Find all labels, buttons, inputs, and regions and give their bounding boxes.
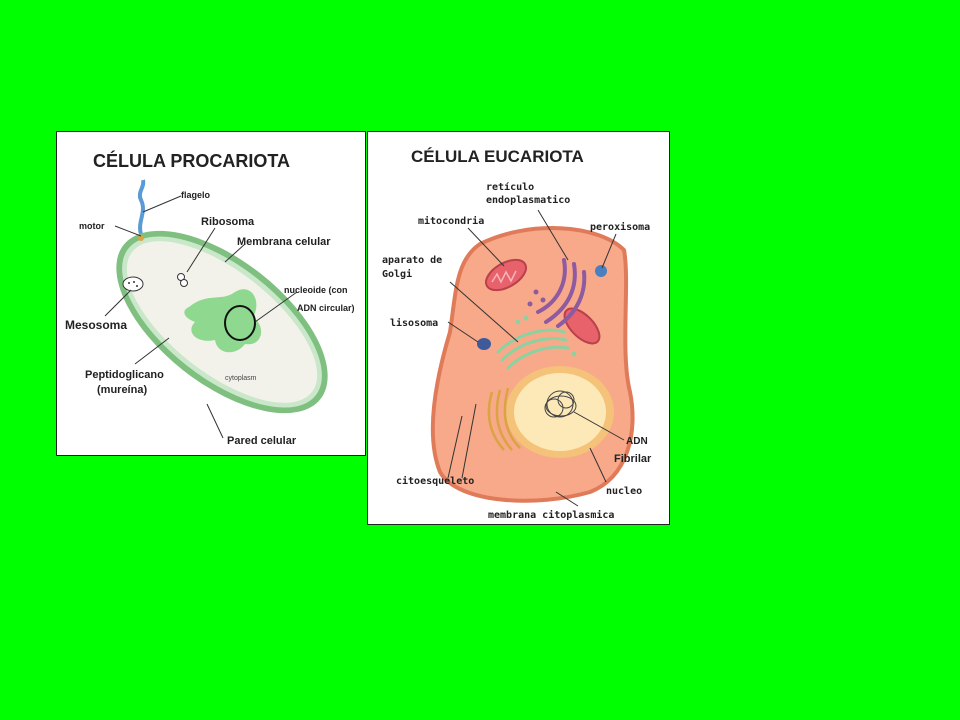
label-adn: ADN <box>626 436 648 447</box>
label-pared-celular: Pared celular <box>227 435 297 447</box>
peroxisome-shape <box>595 265 607 277</box>
label-lisosoma: lisosoma <box>390 317 438 329</box>
label-flagelo: flagelo <box>181 190 211 200</box>
mesosome-shape <box>122 276 144 292</box>
er-shape <box>536 258 587 328</box>
ribosome-shape <box>180 279 188 287</box>
label-mureina: (mureína) <box>97 384 147 396</box>
mitochondria-shape <box>485 258 527 292</box>
eukaryote-diagram: CÉLULA EUCARIOTA <box>382 147 652 521</box>
label-reticulo-2: endoplasmatico <box>486 194 570 206</box>
prokaryote-diagram: CÉLULA PROCARIOTA flagelo motor Ri <box>65 150 355 447</box>
mitochondria-shape <box>563 307 601 345</box>
label-mitocondria: mitocondria <box>418 215 484 227</box>
label-golgi-2: Golgi <box>382 268 412 280</box>
lysosome-shape <box>477 338 491 350</box>
prokaryote-panel: CÉLULA PROCARIOTA flagelo motor Ri <box>56 131 366 456</box>
label-ribosoma: Ribosoma <box>201 216 255 228</box>
label-peptidoglicano: Peptidoglicano <box>85 369 164 381</box>
label-golgi-1: aparato de <box>382 255 442 266</box>
nucleus-shape <box>514 373 606 451</box>
eukaryote-panel: CÉLULA EUCARIOTA <box>367 131 670 525</box>
label-nucleo: nucleo <box>606 486 642 497</box>
cytoskeleton-shape <box>487 387 521 451</box>
golgi-shape <box>496 328 570 370</box>
label-membrana-celular: Membrana celular <box>237 236 331 248</box>
flagellum-shape <box>137 179 146 235</box>
label-fibrilar: Fibrilar <box>614 453 652 465</box>
chromatin-shape <box>544 390 577 418</box>
label-mesosoma: Mesosoma <box>65 318 127 332</box>
motor-shape <box>138 235 144 241</box>
eukaryote-title: CÉLULA EUCARIOTA <box>411 147 584 166</box>
label-nucleoide-1: nucleoide (con <box>284 285 348 295</box>
prokaryote-title: CÉLULA PROCARIOTA <box>93 150 290 171</box>
label-nucleoide-2: ADN circular) <box>297 303 355 313</box>
label-cytoplasm: cytoplasm <box>225 375 257 382</box>
label-reticulo-1: retículo <box>486 181 534 193</box>
label-citoesqueleto: citoesqueleto <box>396 475 474 487</box>
label-membrana-citoplasmica: membrana citoplasmica <box>488 509 614 521</box>
label-motor: motor <box>79 221 105 231</box>
circular-dna-shape <box>224 305 256 341</box>
label-peroxisoma: peroxisoma <box>590 221 650 233</box>
